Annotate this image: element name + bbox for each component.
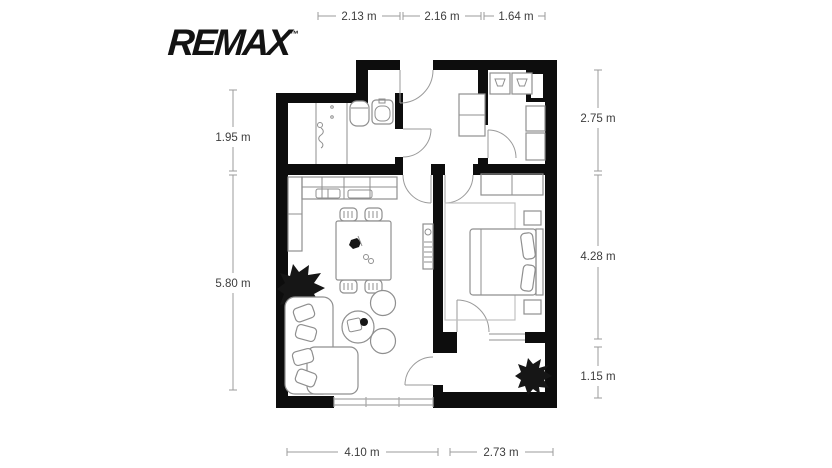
wall-heater-icon <box>422 223 434 270</box>
bathroom <box>315 98 394 164</box>
dimension-top-1: 2.13 m <box>317 11 401 23</box>
utility-shelf <box>525 105 546 132</box>
living-room <box>277 176 434 395</box>
dimension-label: 1.64 m <box>498 11 533 23</box>
dimension-label: 2.75 m <box>580 113 615 125</box>
dimension-top-2: 2.16 m <box>402 11 482 23</box>
dining-table <box>335 220 392 281</box>
dimension-label: 1.95 m <box>215 132 250 144</box>
double-bed <box>469 228 544 296</box>
bathroom-door <box>402 128 432 158</box>
balcony <box>515 358 552 395</box>
dimension-label: 4.28 m <box>580 251 615 263</box>
living-room-window <box>333 397 434 407</box>
nightstand <box>523 210 542 226</box>
dimension-right-2: 4.28 m <box>580 174 616 340</box>
dimension-right-1: 2.75 m <box>580 69 616 172</box>
dining-set <box>335 207 392 294</box>
dimension-label: 2.16 m <box>424 11 459 23</box>
dryer-icon <box>511 72 533 95</box>
dining-chair <box>364 207 383 222</box>
utility-shelf <box>525 132 546 161</box>
balcony-plant-icon <box>515 358 552 395</box>
dining-chair <box>339 207 358 222</box>
hall-closet <box>458 93 486 137</box>
kitchen-sink-icon <box>315 188 341 199</box>
bedroom-balcony-door <box>456 299 490 333</box>
pouf <box>369 327 397 355</box>
washbasin-icon <box>371 98 394 125</box>
nightstand <box>523 299 542 315</box>
dimension-label: 4.10 m <box>344 447 379 459</box>
kitchen-counter <box>287 176 398 252</box>
dimension-bottom-2: 2.73 m <box>449 447 554 459</box>
bedroom-balcony-window <box>489 333 525 341</box>
dimension-top-3: 1.64 m <box>483 11 546 23</box>
utility-room-door <box>487 129 517 159</box>
toilet-icon <box>349 100 370 127</box>
living-room-door <box>402 174 432 204</box>
bedroom-door <box>444 174 474 204</box>
dimension-label: 2.73 m <box>483 447 518 459</box>
dimension-label: 5.80 m <box>215 278 250 290</box>
table-decor <box>349 235 374 264</box>
hallway <box>458 93 486 137</box>
dining-chair <box>339 279 358 294</box>
dimension-label: 2.13 m <box>341 11 376 23</box>
shower-icon <box>317 105 334 149</box>
cooktop-icon <box>347 189 373 199</box>
pouf <box>369 289 397 317</box>
bedroom <box>444 173 544 321</box>
dimension-bottom-1: 4.10 m <box>286 447 439 459</box>
dimension-left-1: 1.95 m <box>215 89 251 172</box>
dimension-left-2: 5.80 m <box>215 174 251 391</box>
coffee-table <box>341 310 375 344</box>
utility-room <box>489 72 546 161</box>
living-balcony-door <box>404 356 434 386</box>
dimension-label: 1.15 m <box>580 371 615 383</box>
wardrobe <box>480 173 544 196</box>
washing-machine-icon <box>489 72 511 95</box>
entrance-door <box>399 69 434 104</box>
corner-sofa <box>284 296 359 395</box>
dimension-right-3: 1.15 m <box>580 346 616 399</box>
